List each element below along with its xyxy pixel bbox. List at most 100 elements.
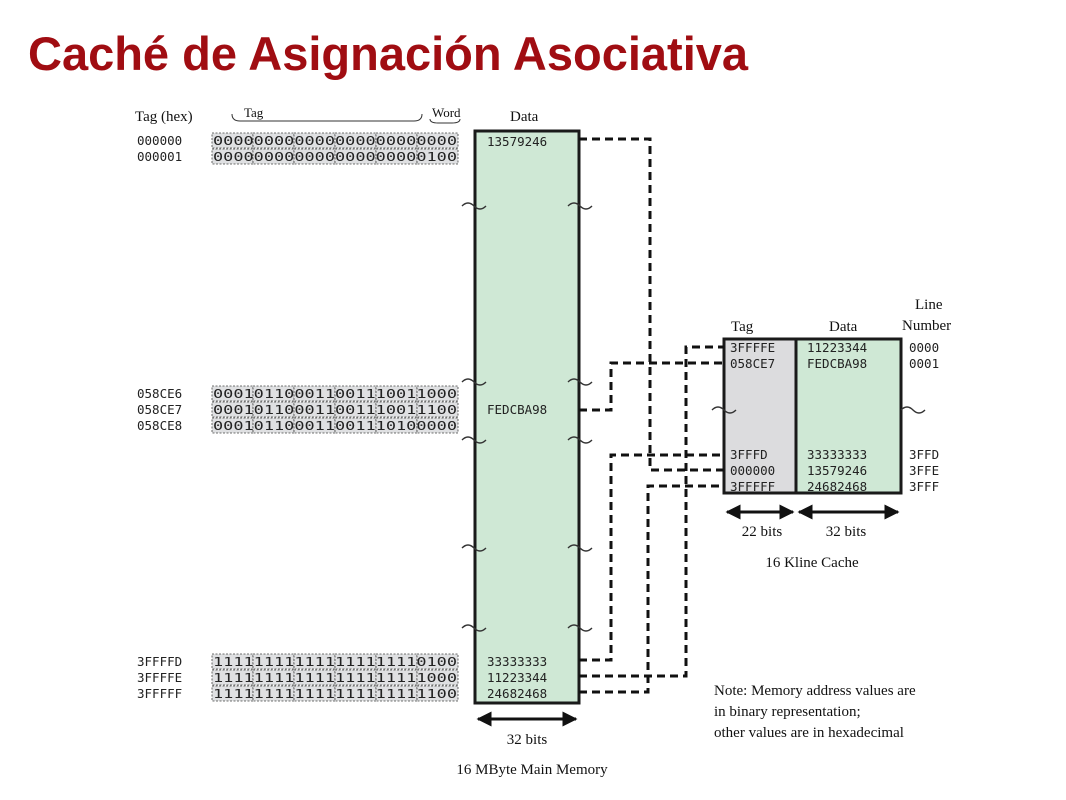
mm-row-binary-cells [211,132,459,149]
binary-cell [416,132,459,149]
mm-row-binary-cells [211,669,459,686]
cache-line-tag: 3FFFFE [730,340,775,355]
mapping-connector [579,484,724,694]
break-mark [461,624,487,632]
mm-data-value: 11223344 [487,670,547,685]
mm-data-value: FEDCBA98 [487,402,547,417]
binary-cell [252,417,295,434]
cache-line-number: 0000 [909,340,939,355]
binary-cell [293,685,336,702]
mm-row-tag: 3FFFFD [137,654,182,669]
binary-cell [293,385,336,402]
cache-line-data: 13579246 [807,463,867,478]
mm-row-group: 3FFFFD 111111111111111111110100 3FFFFE 1… [137,653,459,702]
binary-cell [211,148,254,165]
main-memory-row: 3FFFFE 111111111111111111111000 [137,669,459,686]
binary-cell [416,653,459,670]
binary-cell [211,385,254,402]
mm-header-word: Word [432,105,461,120]
cache-line-data: 33333333 [807,447,867,462]
mm-row-binary-cells [211,685,459,702]
tag-field-brace [231,113,423,122]
binary-cell [334,685,377,702]
binary-cell [334,148,377,165]
binary-cell [293,653,336,670]
break-mark [900,406,926,414]
break-mark [567,544,593,552]
break-mark [567,202,593,210]
mm-row-binary: 000101100011001110011000 [213,386,457,401]
mm-row-binary: 000101100011001110100000 [213,418,457,433]
mm-header-tag: Tag [244,105,264,120]
word-field-brace [429,118,461,124]
cache-line: 058CE7 FEDCBA98 0001 [730,356,939,371]
cache-line-number: 3FFE [909,463,939,478]
main-memory-row: 058CE8 000101100011001110100000 [137,417,459,434]
main-memory-row: 058CE7 000101100011001110011100 [137,401,459,418]
cache-header-data: Data [829,319,858,335]
cache-line-number: 0001 [909,356,939,371]
binary-cell [252,685,295,702]
break-mark [567,378,593,386]
binary-cell [416,417,459,434]
mm-row-binary: 000000000000000000000100 [213,149,457,164]
mapping-connector [579,453,724,662]
binary-cell [375,685,418,702]
binary-cell [252,148,295,165]
mm-row-binary: 111111111111111111110100 [213,654,457,669]
mapping-connector [579,345,724,678]
mm-row-binary-cells [211,653,459,670]
main-memory-row: 000000 000000000000000000000000 [137,132,459,149]
break-mark [461,202,487,210]
binary-cell [334,132,377,149]
binary-cell [334,417,377,434]
cache-header-line: Line [915,297,943,313]
main-memory-data-column [473,129,581,705]
cache-line-data: 11223344 [807,340,867,355]
cache-line: 3FFFFE 11223344 0000 [730,340,939,355]
cache-line: 3FFFFF 24682468 3FFF [730,479,939,494]
binary-cell [416,401,459,418]
cache-data-column [794,337,903,495]
break-mark [461,436,487,444]
mm-row-group: 000000 000000000000000000000000 000001 0… [137,132,459,165]
cache-line: 000000 13579246 3FFE [730,463,939,478]
binary-cell [211,401,254,418]
cache-line-data: FEDCBA98 [807,356,867,371]
binary-cell [211,685,254,702]
cache-caption: 16 Kline Cache [765,555,859,571]
binary-cell [375,417,418,434]
binary-cell [375,653,418,670]
mm-data-value: 13579246 [487,134,547,149]
binary-cell [334,385,377,402]
mm-row-binary: 000101100011001110011100 [213,402,457,417]
mm-row-binary-cells [211,148,459,165]
binary-cell [211,132,254,149]
note-line: other values are in hexadecimal [714,725,904,741]
mm-row-binary-cells [211,417,459,434]
binary-cell [252,132,295,149]
cache-line-tag: 000000 [730,463,775,478]
binary-cell [293,401,336,418]
binary-cell [334,653,377,670]
break-mark [567,436,593,444]
binary-cell [375,132,418,149]
mm-row-tag: 3FFFFF [137,686,182,701]
binary-cell [211,669,254,686]
binary-cell [293,417,336,434]
binary-cell [211,653,254,670]
binary-cell [293,132,336,149]
mm-width-label: 32 bits [507,732,548,748]
mm-row-binary-cells [211,401,459,418]
cache-line-data: 24682468 [807,479,867,494]
main-memory-row: 000001 000000000000000000000100 [137,148,459,165]
mapping-connector [579,361,724,412]
binary-cell [252,653,295,670]
binary-cell [252,401,295,418]
binary-cell [375,148,418,165]
binary-cell [293,669,336,686]
binary-cell [252,669,295,686]
cache-line-tag: 3FFFFF [730,479,775,494]
binary-cell [293,148,336,165]
